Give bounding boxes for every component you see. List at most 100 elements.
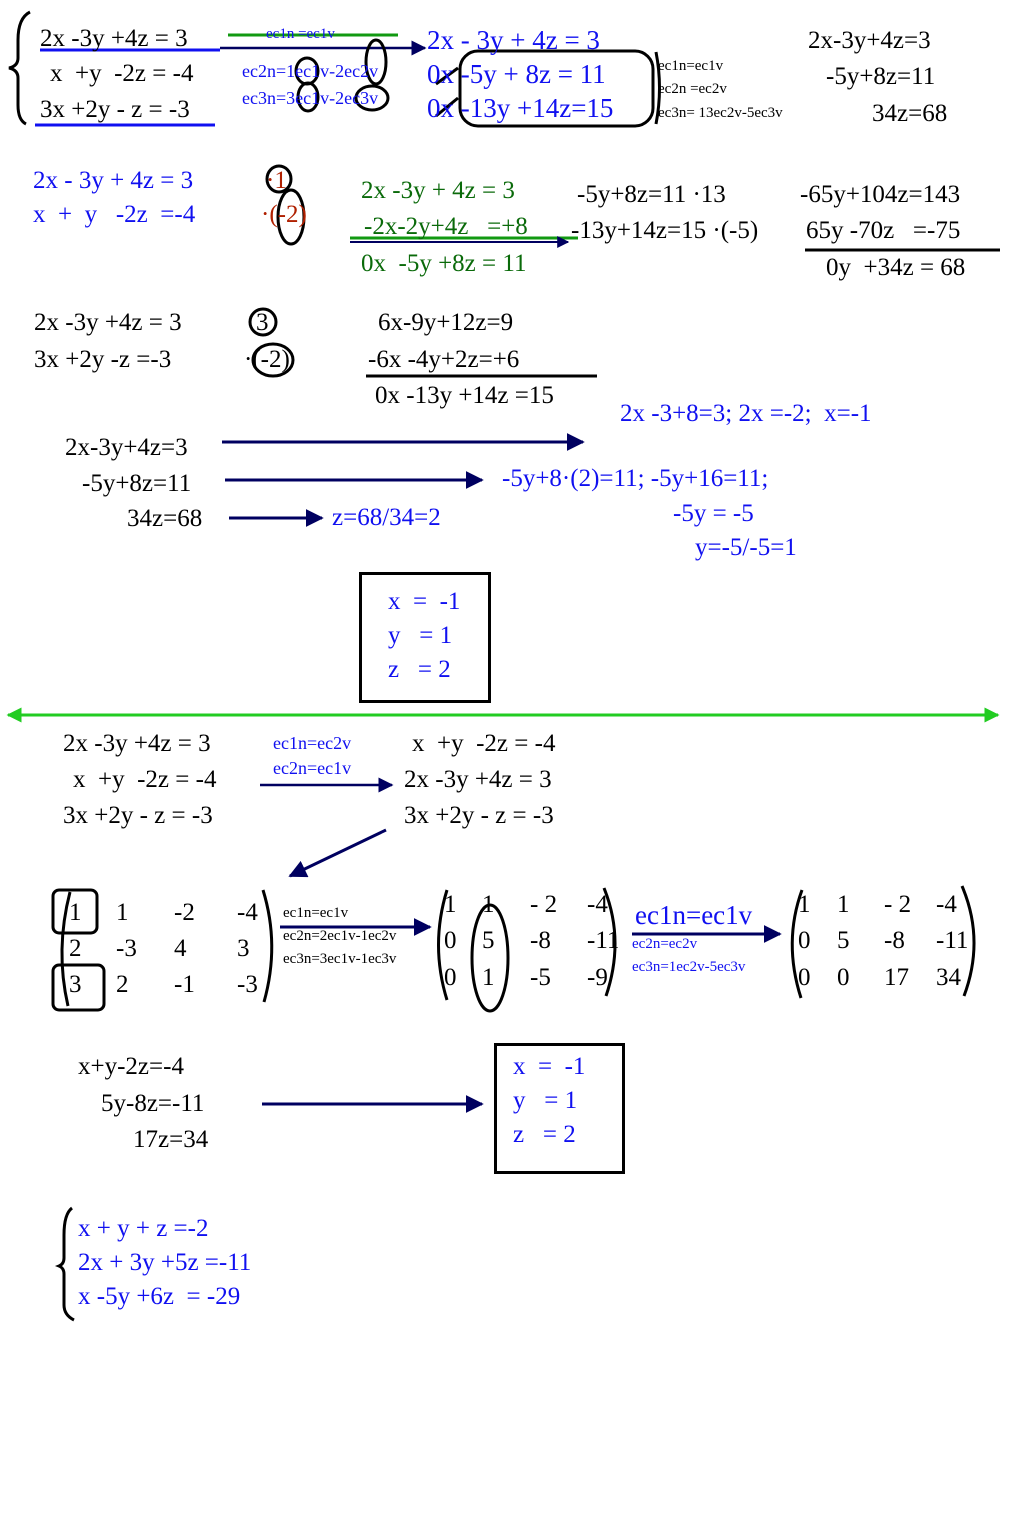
solution1-z: z = 2 [388, 656, 451, 683]
system2-op2: ec2n=ec1v [273, 758, 352, 778]
x-solve: 2x -3+8=3; 2x =-2; x=-1 [620, 400, 872, 427]
matrix-cell: -4 [587, 891, 608, 918]
system3-eq1: x + y + z =-2 [78, 1215, 209, 1242]
matrix-cell: -4 [237, 899, 258, 926]
matrix-ops1-2: ec3n=3ec1v-1ec3v [283, 951, 397, 967]
back-eq3: 34z=68 [127, 505, 203, 532]
step-a-eq2: x + y -2z =-4 [33, 201, 196, 228]
step-c-r1: 6x-9y+12z=9 [378, 309, 514, 336]
reduced-eq1: x+y-2z=-4 [78, 1053, 184, 1080]
step-c-r2: -6x -4y+2z=+6 [368, 346, 520, 373]
system1-final1: 2x-3y+4z=3 [808, 27, 931, 54]
system2-eq1: 2x -3y +4z = 3 [63, 730, 211, 757]
step-b-r2: 65y -70z =-75 [806, 217, 961, 244]
matrix-cell: 2 [116, 971, 129, 998]
system1-op3: ec3n=3ec1v-2ec3v [242, 88, 379, 108]
matrix-cell: 3 [69, 971, 82, 998]
matrix-cell: 1 [482, 964, 495, 991]
matrix-cell: -3 [237, 971, 258, 998]
system1-note2: ec2n =ec2v [658, 81, 727, 97]
solution1-y: y = 1 [388, 622, 453, 649]
matrix-cell: 0 [798, 964, 811, 991]
matrix-cell: 1 [798, 891, 811, 918]
solution-box-1 [359, 572, 491, 703]
system1-note1: ec1n=ec1v [658, 58, 724, 74]
matrix-cell: 2 [69, 935, 82, 962]
step-b-r3: 0y +34z = 68 [826, 254, 966, 281]
matrix-cell: -1 [174, 971, 195, 998]
step-a-g2: -2x-2y+4z =+8 [364, 213, 528, 240]
step-c-eq1: 2x -3y +4z = 3 [34, 309, 182, 336]
matrix-cell: -4 [936, 891, 957, 918]
matrix-cell: 1 [482, 891, 495, 918]
solution1-x: x = -1 [388, 588, 461, 615]
system2-sw2: 2x -3y +4z = 3 [404, 766, 552, 793]
step-a-g1: 2x -3y + 4z = 3 [361, 177, 515, 204]
matrix-cell: -11 [936, 927, 969, 954]
solution2-z: z = 2 [513, 1121, 576, 1148]
system1-note3: ec3n= 13ec2v-5ec3v [658, 105, 783, 121]
z-solve: z=68/34=2 [332, 504, 441, 531]
system1-eq3: 3x +2y - z = -3 [40, 96, 190, 123]
matrix-cell: 4 [174, 935, 187, 962]
back-eq1: 2x-3y+4z=3 [65, 434, 188, 461]
y-solve-3: y=-5/-5=1 [695, 534, 797, 561]
matrix-cell: 0 [837, 964, 850, 991]
system2-sw3: 3x +2y - z = -3 [404, 802, 554, 829]
arrow-to-matrix [288, 828, 387, 878]
solution-box-2 [494, 1043, 625, 1174]
matrix-cell: 0 [444, 927, 457, 954]
matrix-ops2-2: ec3n=1ec2v-5ec3v [632, 959, 746, 975]
system1-eq2: x +y -2z = -4 [50, 60, 194, 87]
system1-res1: 2x - 3y + 4z = 3 [427, 25, 600, 55]
matrix-brackets [51, 885, 976, 1013]
step-a-mult2: ·(-2) [261, 201, 307, 228]
matrix-ops1-0: ec1n=ec1v [283, 905, 349, 921]
system1-eq1: 2x -3y +4z = 3 [40, 25, 188, 52]
circle-marks [248, 38, 661, 378]
matrix-cell: -9 [587, 964, 608, 991]
solution2-y: y = 1 [513, 1087, 578, 1114]
system1-final2: -5y+8z=11 [826, 63, 936, 90]
step-a-eq1: 2x - 3y + 4z = 3 [33, 167, 194, 194]
step-b-r1: -65y+104z=143 [800, 181, 961, 208]
matrix-cell: 1 [69, 899, 82, 926]
brace-system1 [8, 10, 31, 126]
system1-final3: 34z=68 [872, 100, 948, 127]
system1-op1: ec1n =ec1v [266, 26, 335, 42]
matrix-ops1-1: ec2n=2ec1v-1ec2v [283, 928, 397, 944]
system1-res2: 0x -5y + 8z = 11 [427, 59, 606, 89]
system1-op2: ec2n=1ec1v-2ec2v [242, 61, 379, 81]
step-c-eq2: 3x +2y -z =-3 [34, 346, 172, 373]
reduced-eq2: 5y-8z=-11 [101, 1090, 205, 1117]
matrix-cell: 5 [482, 927, 495, 954]
system2-op1: ec1n=ec2v [273, 733, 352, 753]
matrix-cell: 1 [837, 891, 850, 918]
matrix-cell: -3 [116, 935, 137, 962]
matrix-cell: 34 [936, 964, 961, 991]
matrix-cell: -5 [530, 964, 551, 991]
y-solve-2: -5y = -5 [673, 500, 754, 527]
y-solve-1: -5y+8·(2)=11; -5y+16=11; [502, 465, 769, 492]
step-a-g3: 0x -5y +8z = 11 [361, 250, 527, 277]
matrix-cell: 1 [444, 891, 457, 918]
step-b-eq2: -13y+14z=15 ·(-5) [571, 217, 759, 244]
step-c-mult1: 3 [256, 309, 269, 336]
system2-sw1: x +y -2z = -4 [412, 730, 556, 757]
matrix-cell: 17 [884, 964, 909, 991]
back-eq2: -5y+8z=11 [82, 470, 192, 497]
step-b-eq1: -5y+8z=11 ·13 [577, 181, 726, 208]
matrix-cell: 0 [444, 964, 457, 991]
matrix-cell: -8 [530, 927, 551, 954]
system3-eq2: 2x + 3y +5z =-11 [78, 1249, 252, 1276]
matrix-cell: -11 [587, 927, 620, 954]
matrix-cell: -8 [884, 927, 905, 954]
matrix-cell: - 2 [884, 891, 912, 918]
solution2-x: x = -1 [513, 1053, 586, 1080]
step-c-mult2: ·(-2) [244, 346, 290, 373]
matrix-cell: - 2 [530, 891, 558, 918]
system1-res3: 0x -13y +14z=15 [427, 93, 614, 123]
system2-eq2: x +y -2z = -4 [73, 766, 217, 793]
matrix-cell: 0 [798, 927, 811, 954]
